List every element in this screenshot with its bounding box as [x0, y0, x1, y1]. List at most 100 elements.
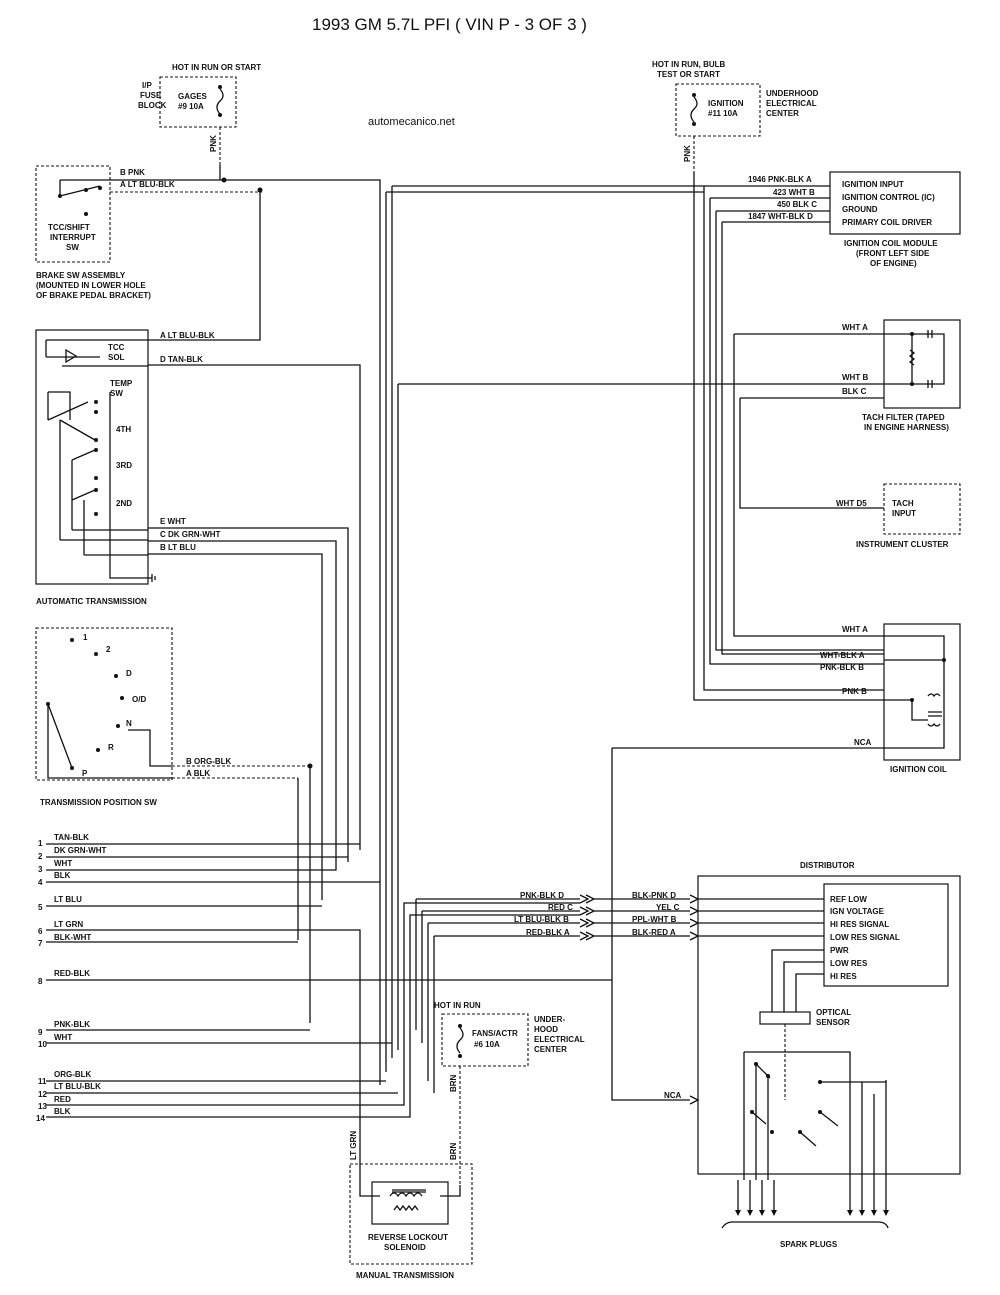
wire-num-7: 7 [38, 939, 43, 948]
wire-color-9: PNK-BLK [54, 1020, 90, 1029]
coil-winding-icon [927, 693, 942, 727]
spark-plug-arrows-icon [721, 1180, 889, 1229]
wire-num-6: 6 [38, 927, 43, 936]
wire-color-14: BLK [54, 1107, 71, 1116]
distributor-box [697, 875, 961, 1175]
ignition-wire-label: PNK [683, 145, 692, 162]
temp-label-2: SW [110, 389, 123, 398]
ign-coil-wire-5: NCA [854, 738, 872, 747]
trans-pos-pin-a: A BLK [186, 769, 210, 778]
connector-wires: 1 TAN-BLK 2 DK GRN-WHT 3 WHT 4 BLK 5 LT … [36, 833, 612, 1185]
gages-wire-label: PNK [209, 135, 218, 152]
sw-4th: 4TH [116, 425, 131, 434]
ign-coil-wire-2: WHT-BLK A [820, 651, 865, 660]
module-caption-3: OF ENGINE) [870, 259, 917, 268]
distributor-rotor-icon [743, 1051, 887, 1180]
ground-icon [148, 574, 156, 582]
module-pin-ignition-control: IGNITION CONTROL (IC) [842, 193, 935, 202]
ign-coil-wire-3: PNK-BLK B [820, 663, 864, 672]
signal-pwr: PWR [830, 946, 849, 955]
auto-pin-a: A LT BLU-BLK [160, 331, 215, 340]
reverse-lockout-solenoid [371, 1181, 449, 1225]
distributor-title: DISTRIBUTOR [800, 861, 855, 870]
fans-center-3: ELECTRICAL [534, 1035, 585, 1044]
distributor-nca: NCA [664, 1091, 682, 1100]
gages-block-label-1: I/P [142, 81, 152, 90]
signal-low-res-signal: LOW RES SIGNAL [830, 933, 900, 942]
brake-switch-label-2: INTERRUPT [50, 233, 96, 242]
gear-1: 1 [83, 633, 88, 642]
optical-sensor [759, 1011, 811, 1025]
wire-num-4: 4 [38, 878, 43, 887]
module-pin-primary-coil: PRIMARY COIL DRIVER [842, 218, 932, 227]
module-caption-1: IGNITION COIL MODULE [844, 239, 938, 248]
tach-resistor-icon [908, 349, 916, 366]
gages-block-label-3: BLOCK [138, 101, 167, 110]
module-wire-b: 423 WHT B [773, 188, 815, 197]
wire-color-8: RED-BLK [54, 969, 90, 978]
trans-pos-pin-b: B ORG-BLK [186, 757, 232, 766]
wire-num-14: 14 [36, 1114, 45, 1123]
tach-input-label-1: TACH [892, 499, 914, 508]
ignition-fuse-icon [690, 93, 698, 126]
tcc-diode-icon [65, 348, 78, 364]
ignition-fuse-rating: #11 10A [708, 109, 738, 118]
fans-fuse-icon [456, 1024, 464, 1058]
brake-switch-label-3: SW [66, 243, 79, 252]
wire-color-5: LT BLU [54, 895, 82, 904]
module-caption-2: (FRONT LEFT SIDE [856, 249, 930, 258]
wire-color-1: TAN-BLK [54, 833, 89, 842]
gages-power-label: HOT IN RUN OR START [172, 63, 261, 72]
manual-trans-caption: MANUAL TRANSMISSION [356, 1271, 454, 1280]
sw-2nd: 2ND [116, 499, 132, 508]
ignition-fuse-name: IGNITION [708, 99, 744, 108]
tach-input-caption: INSTRUMENT CLUSTER [856, 540, 949, 549]
wire-num-10: 10 [38, 1040, 47, 1049]
tach-input-box [883, 483, 961, 535]
gear-n: N [126, 719, 132, 728]
signal-ref-low: REF LOW [830, 895, 867, 904]
signal-low-res: LOW RES [830, 959, 868, 968]
ignition-center-1: UNDERHOOD [766, 89, 819, 98]
auto-trans-caption: AUTOMATIC TRANSMISSION [36, 597, 147, 606]
signal-ign-voltage: IGN VOLTAGE [830, 907, 885, 916]
trans-pos-caption: TRANSMISSION POSITION SW [40, 798, 157, 807]
tach-filter-wire-b2: BLK C [842, 387, 867, 396]
dist-inner-wire-c: YEL C [656, 903, 680, 912]
dist-left-wire-a: RED-BLK A [526, 928, 570, 937]
wire-num-9: 9 [38, 1028, 43, 1037]
fans-center-4: CENTER [534, 1045, 567, 1054]
sw-3rd: 3RD [116, 461, 132, 470]
manual-wire-ltgrn: LT GRN [349, 1131, 358, 1160]
wire-color-6: LT GRN [54, 920, 83, 929]
dist-left-wire-d: PNK-BLK D [520, 891, 564, 900]
wire-color-10: WHT [54, 1033, 72, 1042]
auto-pin-d: D TAN-BLK [160, 355, 203, 364]
gages-fuse-box [159, 76, 237, 128]
ign-coil-caption: IGNITION COIL [890, 765, 947, 774]
wire-num-13: 13 [38, 1102, 47, 1111]
wire-color-2: DK GRN-WHT [54, 846, 107, 855]
gages-block-label-2: FUSE [140, 91, 162, 100]
tach-filter-caption-2: IN ENGINE HARNESS) [864, 423, 949, 432]
ignition-center-3: CENTER [766, 109, 799, 118]
gear-od: O/D [132, 695, 146, 704]
fans-center-1: UNDER- [534, 1015, 565, 1024]
tach-filter-wire-a: WHT A [842, 323, 868, 332]
tach-filter-wire-b1: WHT B [842, 373, 868, 382]
gages-fuse-name: GAGES [178, 92, 208, 101]
brake-caption-1: BRAKE SW ASSEMBLY [36, 271, 126, 280]
dist-left-wire-b: LT BLU-BLK B [514, 915, 569, 924]
temp-label-1: TEMP [110, 379, 133, 388]
ign-coil-wire-1: WHT A [842, 625, 868, 634]
solenoid-label-1: REVERSE LOCKOUT [368, 1233, 448, 1242]
module-pin-ground: GROUND [842, 205, 878, 214]
tcc-label-1: TCC [108, 343, 125, 352]
auto-trans-box [35, 329, 149, 585]
ignition-power-label-1: HOT IN RUN, BULB [652, 60, 726, 69]
fans-fuse-box [441, 1013, 529, 1067]
distributor-module-box [823, 883, 949, 987]
brake-switch-box [35, 165, 111, 263]
signal-hi-res-signal: HI RES SIGNAL [830, 920, 889, 929]
